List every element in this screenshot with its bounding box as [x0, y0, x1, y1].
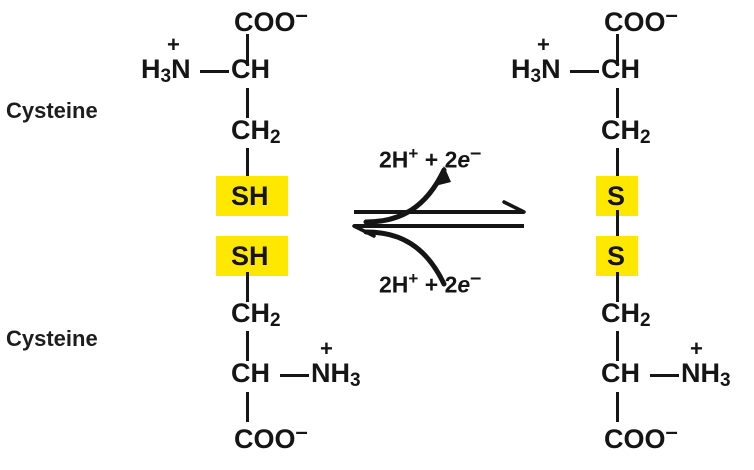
bond-alpha-to-amino-lower-left: [280, 374, 309, 377]
amino-group-lower-left: NH3: [311, 358, 361, 392]
beta-carbon-lower-right: CH2: [601, 298, 651, 332]
bond-alpha-to-carboxylate-lower-right: [616, 392, 619, 422]
amino-group-upper-right: H3N: [511, 54, 561, 88]
bond-beta-to-thiol-upper-left: [246, 148, 249, 180]
alpha-carbon-upper-left: CH: [231, 54, 270, 84]
amino-group-upper-left: H3N: [141, 54, 191, 88]
sulfur-atom-upper-right: S: [607, 181, 626, 211]
amino-charge-lower-right: +: [690, 336, 703, 361]
thiol-group-upper-left: SH: [231, 181, 269, 211]
beta-carbon-upper-left: CH2: [231, 115, 281, 149]
bond-alpha-to-beta-left: [246, 88, 249, 118]
highlight-thiol-upper-left: [216, 176, 288, 216]
carboxylate-group-upper-left: COO–: [234, 2, 308, 38]
amino-charge-upper-left: +: [167, 32, 180, 57]
bond-beta-to-alpha-lower-right: [616, 331, 619, 361]
bond-amino-to-alpha-left: [200, 70, 229, 73]
amino-charge-upper-right: +: [537, 32, 550, 57]
highlight-thiol-lower-left: [216, 236, 288, 276]
reactants-consumed-label: 2H+ + 2e–: [379, 267, 482, 298]
highlight-sulfur-upper-right: [596, 176, 638, 216]
beta-carbon-upper-right: CH2: [601, 115, 651, 149]
alpha-carbon-lower-left: CH: [231, 358, 270, 388]
bond-beta-to-alpha-lower-left: [246, 331, 249, 361]
carboxylate-group-lower-right: COO–: [604, 419, 678, 455]
products-released-label: 2H+ + 2e–: [379, 142, 482, 173]
carboxylate-group-lower-left: COO–: [234, 419, 308, 455]
side-label-cysteine-upper: Cysteine: [6, 98, 98, 123]
carboxylate-group-upper-right: COO–: [604, 2, 678, 38]
amino-group-lower-right: NH3: [681, 358, 731, 392]
side-label-cysteine-lower: Cysteine: [6, 326, 98, 351]
bond-beta-to-sulfur-upper-right: [616, 148, 619, 180]
bond-sulfur-to-beta-lower-right: [616, 272, 619, 302]
bond-amino-to-alpha-right: [570, 70, 599, 73]
disulfide-bond: [616, 210, 619, 242]
sulfur-atom-lower-right: S: [607, 241, 626, 271]
beta-carbon-lower-left: CH2: [231, 298, 281, 332]
bond-alpha-to-beta-right: [616, 88, 619, 118]
thiol-group-lower-left: SH: [231, 241, 269, 271]
equilibrium-arrows-icon: [352, 166, 526, 287]
bond-carboxylate-to-alpha-right: [616, 34, 619, 66]
amino-charge-lower-left: +: [320, 336, 333, 361]
bond-alpha-to-amino-lower-right: [650, 374, 679, 377]
highlight-sulfur-lower-right: [596, 236, 638, 276]
bond-alpha-to-carboxylate-lower-left: [246, 392, 249, 422]
alpha-carbon-lower-right: CH: [601, 358, 640, 388]
bond-thiol-to-beta-lower-left: [246, 272, 249, 302]
alpha-carbon-upper-right: CH: [601, 54, 640, 84]
bond-carboxylate-to-alpha-left: [246, 34, 249, 66]
